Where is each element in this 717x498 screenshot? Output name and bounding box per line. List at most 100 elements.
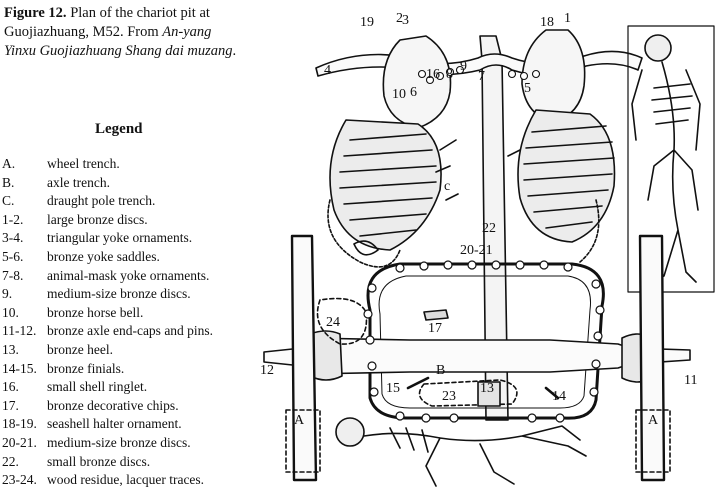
legend-key: 11-12. xyxy=(2,323,37,339)
legend-key: 23-24. xyxy=(2,472,37,488)
chariot-box-inner xyxy=(378,275,592,409)
legend-key: 17. xyxy=(2,397,19,413)
legend-key: 13. xyxy=(2,341,19,357)
left-horse-head xyxy=(382,35,452,129)
legend-desc: triangular yoke ornaments. xyxy=(47,230,193,246)
legend-desc: small shell ringlet. xyxy=(47,379,148,395)
label-15: 15 xyxy=(386,381,400,396)
legend-item: 7-8. animal-mask yoke ornaments. xyxy=(2,267,264,286)
right-wheel-trench xyxy=(635,409,671,473)
legend-item: C. draught pole trench. xyxy=(2,192,264,211)
lacquer-trace-24 xyxy=(316,297,368,345)
human-skeleton-horizontal xyxy=(335,417,587,487)
legend-item: 23-24. wood residue, lacquer traces. xyxy=(2,471,264,490)
legend-item: 20-21. medium-size bronze discs. xyxy=(2,434,264,453)
legend-desc: bronze axle end-caps and pins. xyxy=(47,323,214,339)
legend-key: 18-19. xyxy=(2,416,37,432)
legend-key: 3-4. xyxy=(2,230,24,246)
legend-desc: medium-size bronze discs. xyxy=(47,286,191,302)
legend-desc: wood residue, lacquer traces. xyxy=(47,472,205,488)
label-12: 12 xyxy=(260,363,274,378)
label-6: 6 xyxy=(410,85,417,100)
label-a-left: A xyxy=(294,413,305,428)
legend-item: 3-4. triangular yoke ornaments. xyxy=(2,229,264,248)
label-c: c xyxy=(444,179,450,194)
legend-key: 7-8. xyxy=(2,267,24,283)
label-b: B xyxy=(436,363,445,378)
bronze-heel xyxy=(477,381,501,407)
figure-source-title: An-yang Yinxu Guojiazhuang Shang dai muz… xyxy=(4,24,233,59)
legend-item: 5-6. bronze yoke saddles. xyxy=(2,248,264,267)
legend-item: A. wheel trench. xyxy=(2,155,264,174)
legend-key: 20-21. xyxy=(2,434,37,450)
label-3: 3 xyxy=(402,13,409,28)
label-9: 9 xyxy=(460,59,467,74)
label-5: 5 xyxy=(524,81,531,96)
label-11: 11 xyxy=(684,373,697,388)
legend-key: 1-2. xyxy=(2,211,24,227)
legend-key: 5-6. xyxy=(2,248,24,264)
left-horse-spine xyxy=(327,199,401,268)
legend-item: 13. bronze heel. xyxy=(2,341,264,360)
figure-label: Figure 12. xyxy=(4,5,67,21)
bronze-discs-20-21 xyxy=(363,260,605,423)
legend-list: A.wheel trench. B.axle trench. C.draught… xyxy=(2,155,264,490)
label-a-right: A xyxy=(648,413,659,428)
legend-desc: small bronze discs. xyxy=(47,453,151,469)
bronze-finial-15 xyxy=(406,376,430,390)
scattered-bones xyxy=(353,139,521,256)
legend-item: 14-15.bronze finials. xyxy=(2,360,264,379)
label-2: 2 xyxy=(396,11,403,26)
legend-item: 22. small bronze discs. xyxy=(2,453,264,472)
label-16: 16 xyxy=(426,67,440,82)
legend-key: C. xyxy=(2,193,15,209)
label-17: 17 xyxy=(428,321,442,336)
legend-desc: seashell halter ornament. xyxy=(47,416,182,432)
left-wheel-trench xyxy=(285,409,321,473)
chariot-pit-plan-drawing: 19 2 3 18 1 4 10 6 16 8 9 7 5 c 22 20-21… xyxy=(260,11,715,487)
label-23: 23 xyxy=(442,389,456,404)
label-24: 24 xyxy=(326,315,340,330)
figure-caption: Figure 12. Plan of the chariot pit at Gu… xyxy=(4,4,240,61)
legend-desc: wheel trench. xyxy=(47,156,120,171)
figure-title-end: . xyxy=(232,43,237,59)
legend-key: 16. xyxy=(2,379,19,395)
label-14: 14 xyxy=(552,389,566,404)
figure-title: Plan of the chariot pit at Guojiazhuang,… xyxy=(4,5,210,40)
right-horse-head xyxy=(521,29,586,123)
legend-item: 10.bronze horse bell. xyxy=(2,304,264,323)
label-20-21: 20-21 xyxy=(460,243,493,258)
label-1: 1 xyxy=(564,11,571,26)
legend-title: Legend xyxy=(95,121,143,137)
legend-key: 14-15. xyxy=(2,360,37,376)
label-7: 7 xyxy=(478,69,485,84)
label-8: 8 xyxy=(446,67,453,82)
legend-item: 9. medium-size bronze discs. xyxy=(2,285,264,304)
legend-item: 16. small shell ringlet. xyxy=(2,378,264,397)
legend-desc: bronze decorative chips. xyxy=(47,397,179,413)
right-horse-spine xyxy=(579,199,600,263)
bronze-discs-9 xyxy=(417,65,541,85)
legend-desc: animal-mask yoke ornaments. xyxy=(47,267,210,283)
legend-key: B. xyxy=(2,174,15,190)
bronze-finial-14 xyxy=(544,386,560,400)
label-19: 19 xyxy=(360,15,374,30)
legend-key: A. xyxy=(2,156,16,171)
wood-residue-23 xyxy=(418,379,518,407)
legend-item: 1-2.large bronze discs. xyxy=(2,211,264,230)
label-10: 10 xyxy=(392,87,406,102)
legend-desc: bronze heel. xyxy=(47,341,113,357)
left-wheel xyxy=(290,234,318,482)
label-22: 22 xyxy=(482,221,496,236)
label-13: 13 xyxy=(480,381,494,396)
legend-desc: bronze horse bell. xyxy=(47,304,144,320)
legend-desc: bronze yoke saddles. xyxy=(47,248,160,264)
legend-item: 18-19. seashell halter ornament. xyxy=(2,415,264,434)
legend-desc: medium-size bronze discs. xyxy=(47,434,191,450)
legend-item: 17. bronze decorative chips. xyxy=(2,397,264,416)
legend-key: 9. xyxy=(2,286,13,302)
legend-key: 22. xyxy=(2,453,19,469)
legend-desc: draught pole trench. xyxy=(47,193,156,209)
right-horse-ribcage xyxy=(517,109,616,243)
axle-hub-left xyxy=(309,330,343,381)
